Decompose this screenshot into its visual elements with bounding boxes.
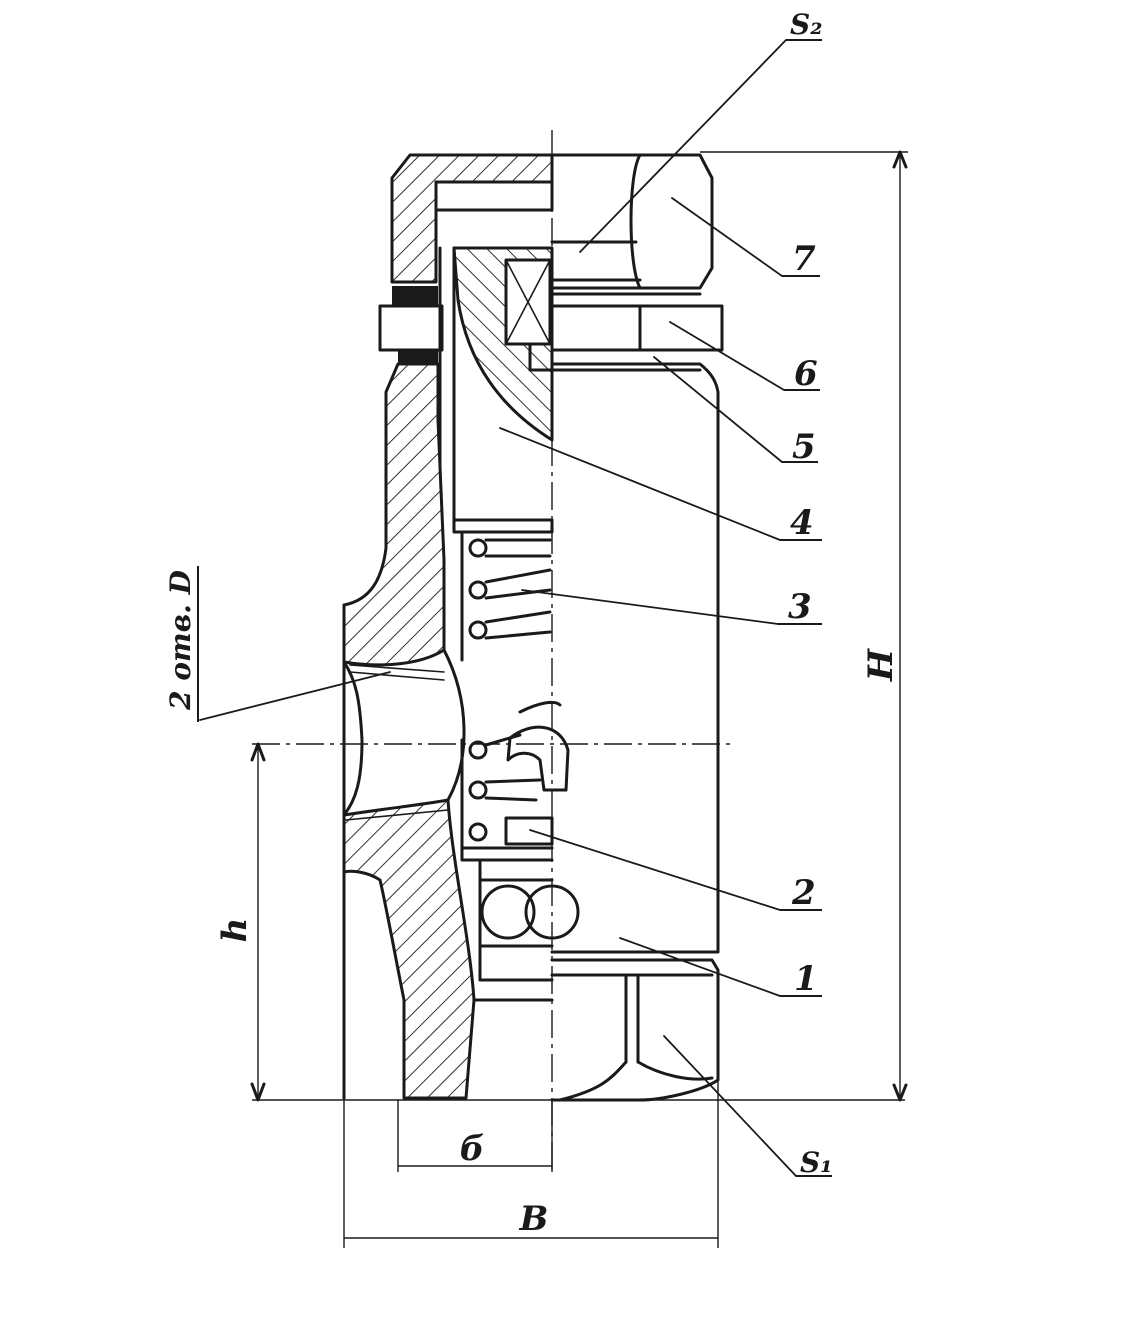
dimension-B: [343, 1080, 719, 1248]
leader-6: [669, 321, 820, 391]
valve-body-section: [342, 362, 476, 1100]
seat-insert-4: [438, 246, 554, 522]
dimension-H: [700, 150, 908, 1102]
leader-S1: [663, 1035, 832, 1177]
leader-2: [529, 829, 822, 911]
leader-holes: [197, 566, 391, 722]
center-lines: [252, 130, 905, 1170]
valve-body-view: [550, 362, 720, 1102]
part-label-7: 7: [792, 239, 816, 279]
leader-7: [671, 197, 820, 277]
spring-3: [452, 518, 554, 662]
label-S1: S₁: [800, 1146, 832, 1179]
dimension-b-small: [397, 1100, 553, 1172]
leader-S2: [579, 39, 822, 253]
part-label-5: 5: [792, 427, 816, 467]
part-label-6: 6: [794, 354, 818, 394]
leader-3: [521, 589, 822, 625]
part-label-1: 1: [794, 959, 818, 999]
part-label-4: 4: [790, 503, 814, 543]
leader-5: [653, 356, 818, 463]
washer-6: [378, 286, 724, 364]
cap-nut-hex-view: [550, 153, 714, 290]
dim-h-label: h: [215, 918, 255, 943]
label-S2: S₂: [790, 8, 822, 41]
dim-B-label: B: [519, 1199, 549, 1239]
leader-1: [619, 937, 822, 997]
part-label-3: 3: [788, 587, 812, 627]
dim-b-small-label: б: [460, 1129, 485, 1169]
lower-internals: [472, 860, 580, 1002]
leader-4: [499, 427, 822, 541]
dimension-h: [250, 742, 266, 1102]
part-label-2: 2: [791, 873, 816, 913]
label-holes: 2 отв. D: [164, 569, 197, 710]
dim-H-label: H: [861, 647, 901, 682]
